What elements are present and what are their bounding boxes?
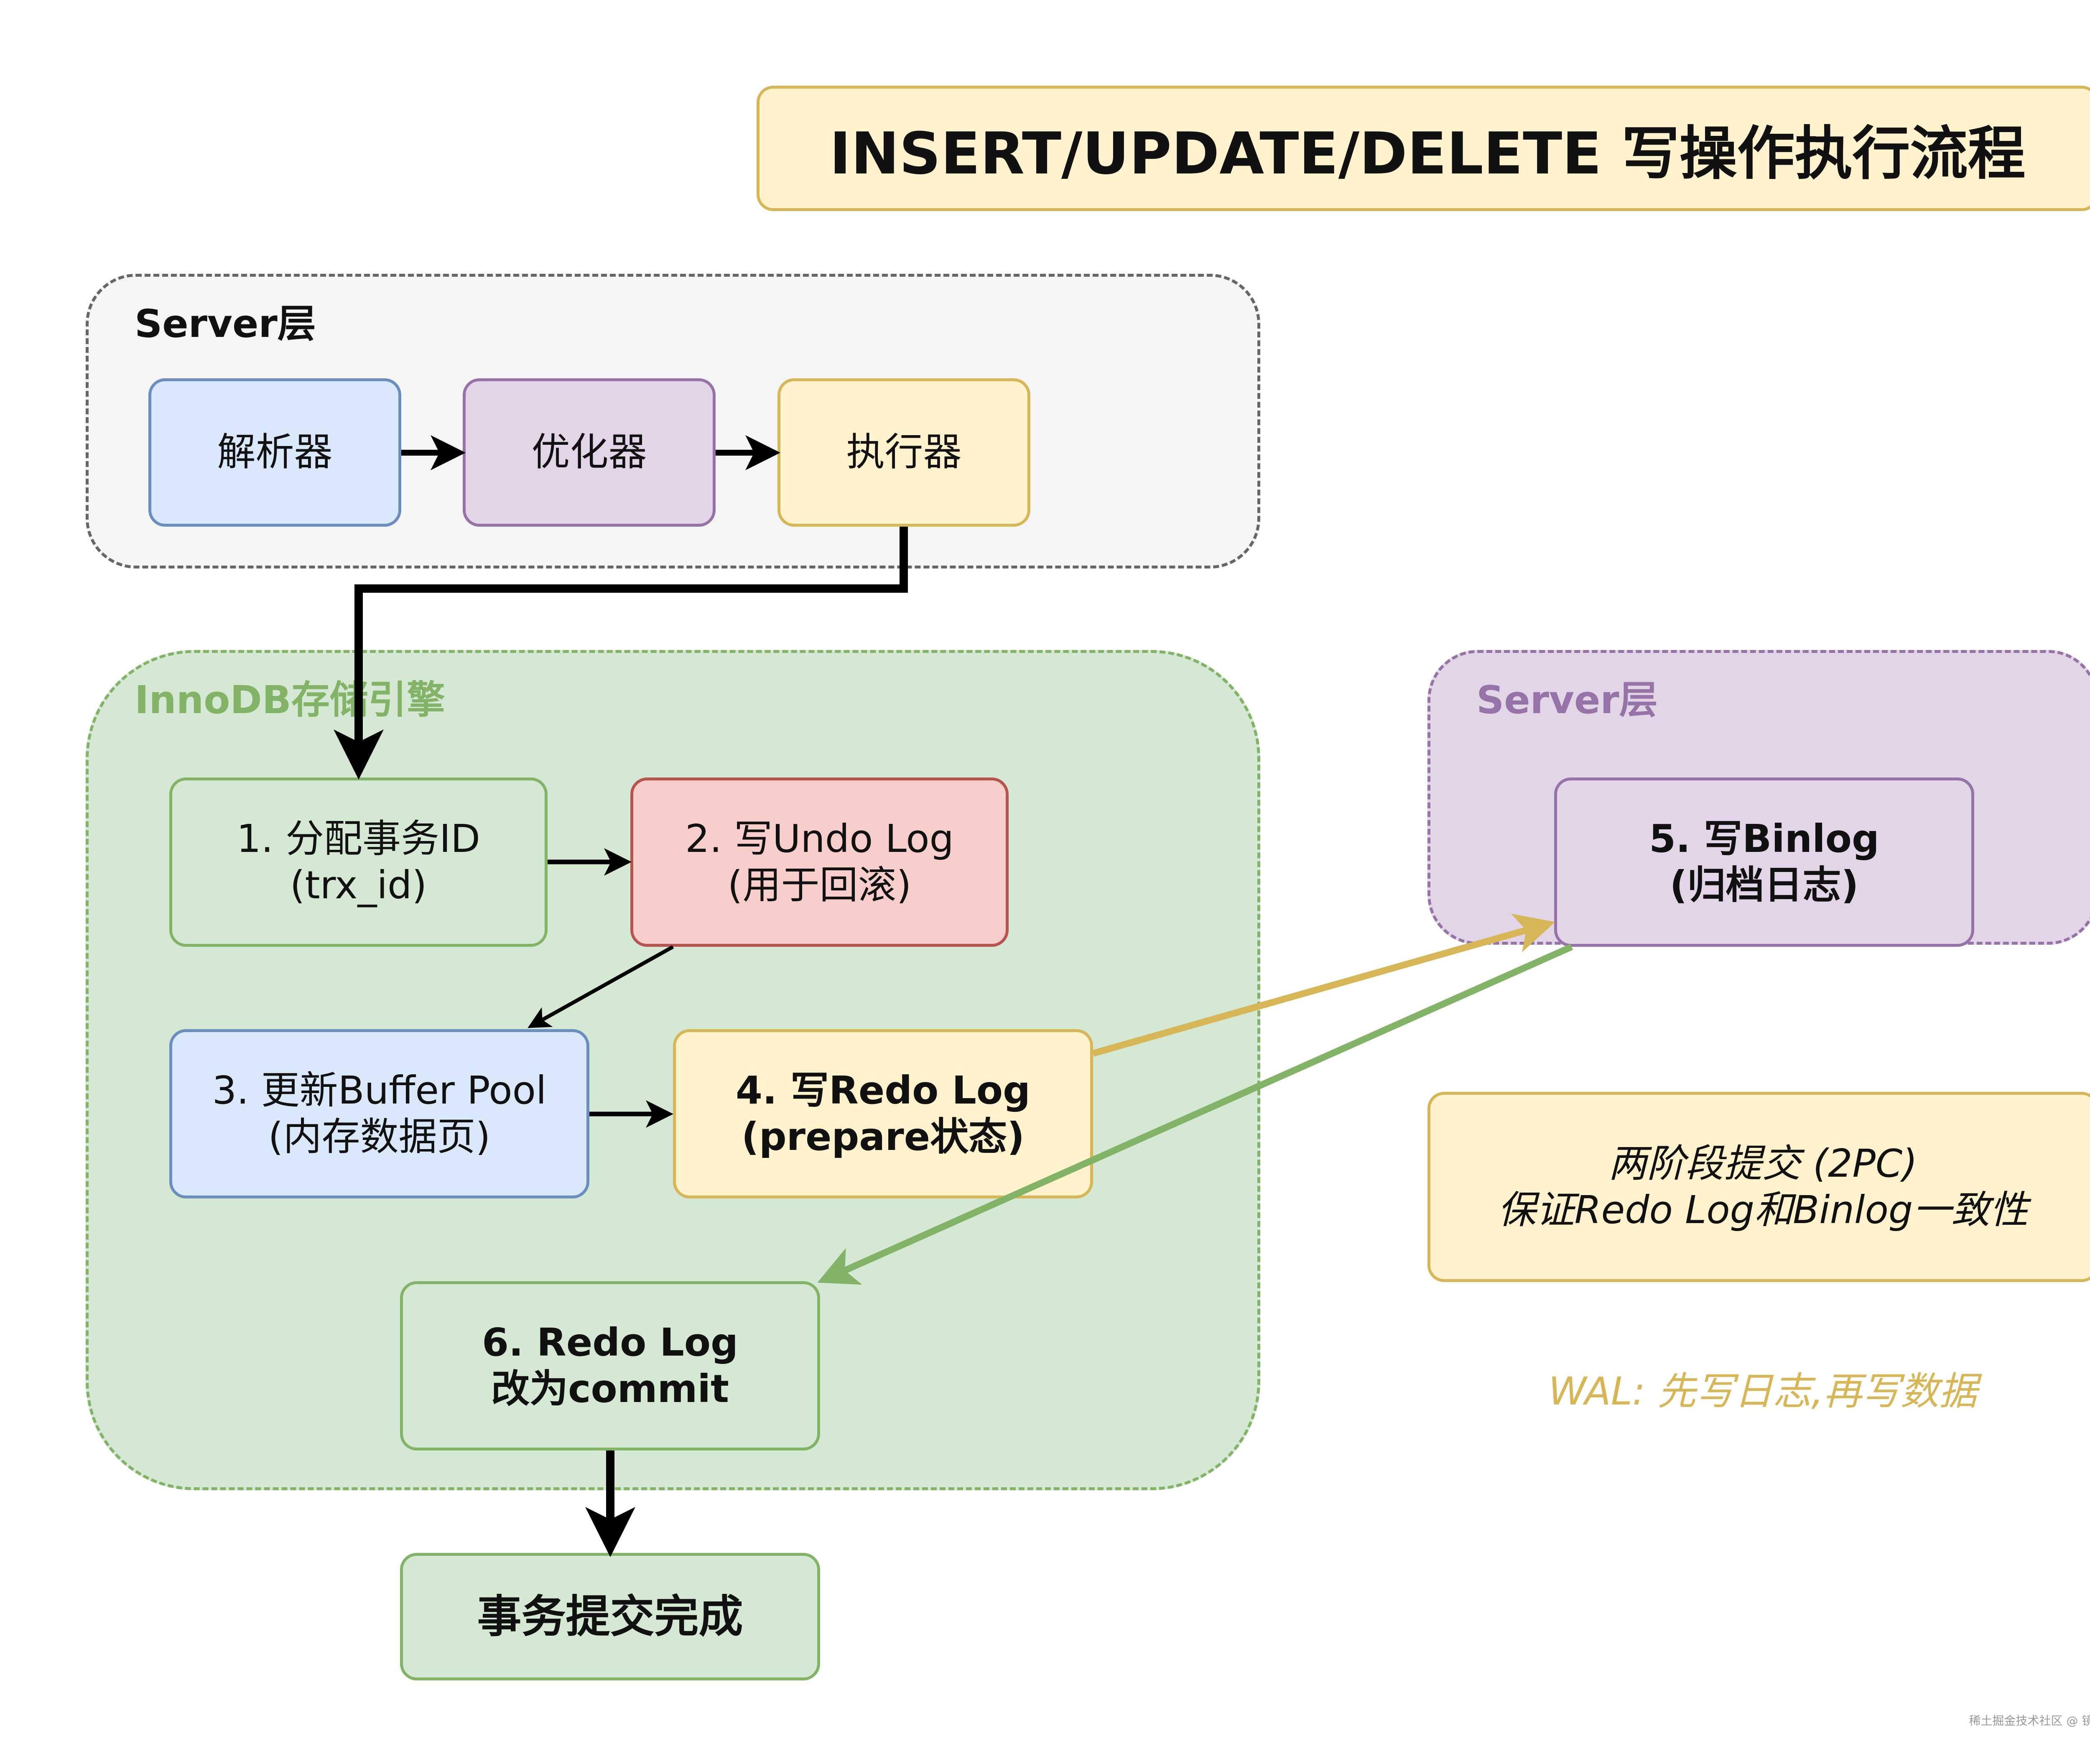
step-update-buffer-pool: 3. 更新Buffer Pool (内存数据页) (169, 1029, 589, 1198)
innodb-engine-label: InnoDB存储引擎 (135, 678, 445, 722)
diagram-title: INSERT/UPDATE/DELETE 写操作执行流程 (757, 86, 2090, 211)
arrow-step4-to-step5 (1092, 913, 1555, 1057)
step5-detail: (归档日志) (1669, 862, 1859, 907)
step1-title: 1. 分配事务ID (237, 816, 480, 862)
server-layer-binlog-label: Server层 (1476, 678, 1658, 722)
step3-title: 3. 更新Buffer Pool (212, 1068, 547, 1113)
arrow-step5-to-step6 (817, 943, 1573, 1285)
twopc-detail: 保证Redo Log和Binlog一致性 (1497, 1187, 2029, 1232)
step5-title: 5. 写Binlog (1649, 816, 1879, 862)
twopc-title: 两阶段提交 (2PC) (1608, 1141, 1918, 1186)
step6-title: 6. Redo Log (482, 1320, 738, 1365)
parser-label: 解析器 (217, 430, 333, 475)
step-write-binlog: 5. 写Binlog (归档日志) (1554, 777, 1974, 947)
executor-label: 执行器 (846, 430, 962, 475)
optimizer-node: 优化器 (463, 378, 716, 527)
step-assign-trx-id: 1. 分配事务ID (trx_id) (169, 777, 548, 947)
step4-detail: (prepare状态) (741, 1114, 1025, 1159)
executor-node: 执行器 (777, 378, 1030, 527)
server-layer-label: Server层 (135, 301, 316, 346)
arrow-step2-to-step3 (528, 945, 674, 1028)
watermark-text: 稀土掘金技术社区 @ 镜花水月linyi (1969, 1714, 2090, 1728)
wal-note: WAL: 先写日志,再写数据 (1548, 1369, 1978, 1414)
two-phase-commit-note: 两阶段提交 (2PC) 保证Redo Log和Binlog一致性 (1427, 1092, 2090, 1282)
step1-detail: (trx_id) (290, 862, 427, 907)
step-redo-log-commit: 6. Redo Log 改为commit (400, 1281, 820, 1450)
transaction-complete-label: 事务提交完成 (477, 1591, 743, 1642)
step2-title: 2. 写Undo Log (685, 816, 954, 862)
step2-detail: (用于回滚) (727, 862, 912, 907)
optimizer-label: 优化器 (531, 430, 647, 475)
step6-detail: 改为commit (491, 1366, 729, 1411)
arrow-executor-to-innodb (334, 527, 908, 780)
step-write-redo-log-prepare: 4. 写Redo Log (prepare状态) (673, 1029, 1093, 1198)
step4-title: 4. 写Redo Log (735, 1068, 1030, 1113)
step-write-undo-log: 2. 写Undo Log (用于回滚) (630, 777, 1009, 947)
step3-detail: (内存数据页) (268, 1114, 491, 1159)
parser-node: 解析器 (148, 378, 401, 527)
